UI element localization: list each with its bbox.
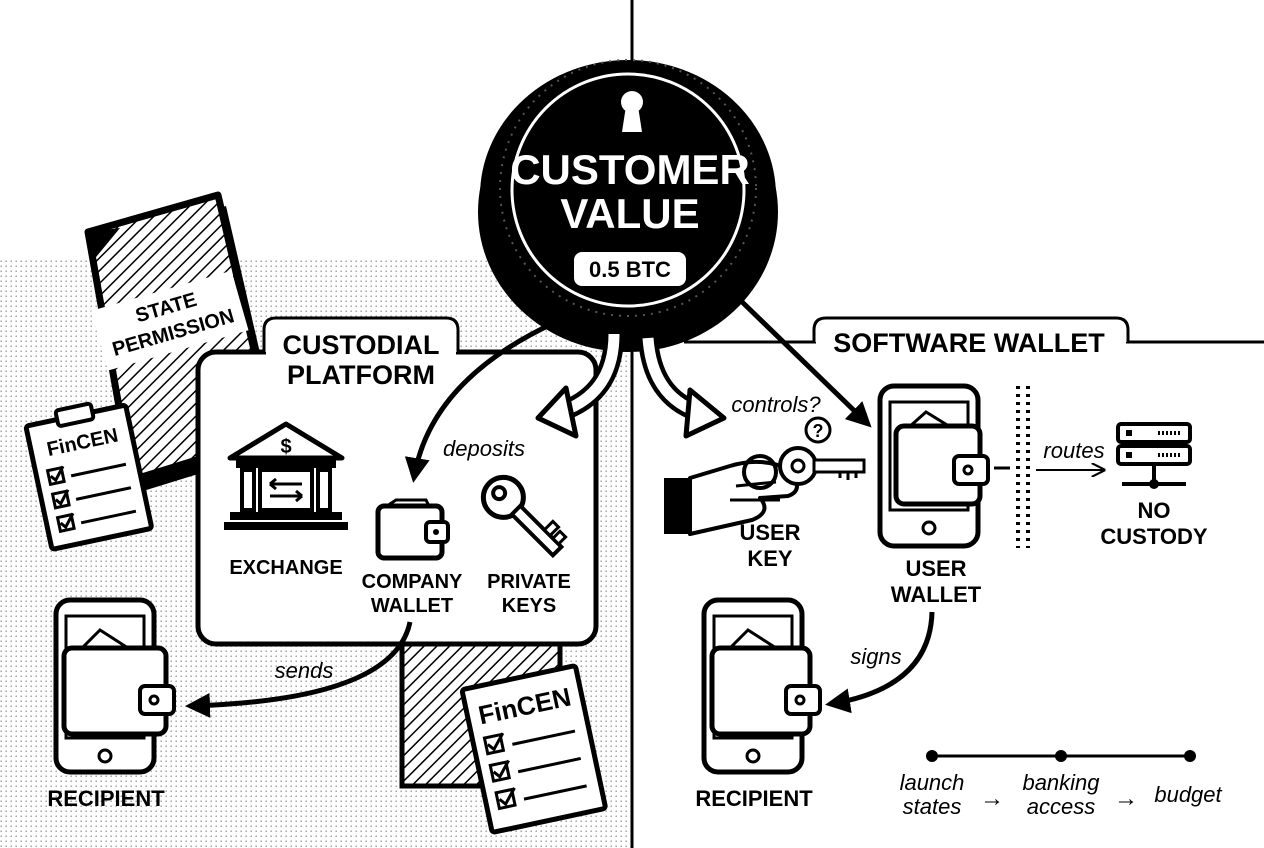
question-mark: ?	[813, 421, 824, 441]
sends-arrow	[185, 621, 413, 718]
company-wallet-icon	[375, 498, 450, 561]
signs-arrow	[825, 611, 935, 714]
timeline-step-2-line2: access	[1027, 794, 1095, 819]
timeline-arrow-1: →	[980, 785, 1004, 812]
fincen-clipboard-small: FinCEN	[23, 401, 154, 552]
coin-arrow-left	[535, 333, 624, 439]
software-wallet-title: SOFTWARE WALLET	[833, 328, 1105, 358]
timeline-node-3	[1184, 750, 1196, 762]
recipient-phone-left	[53, 597, 176, 775]
signs-label: signs	[850, 644, 901, 669]
private-keys-line2: KEYS	[502, 595, 556, 617]
coin-to-wallet-arrow	[736, 296, 872, 428]
user-key-line1: USER	[739, 520, 800, 545]
timeline-step-1-line2: states	[903, 794, 962, 819]
timeline-node-2	[1055, 750, 1067, 762]
user-wallet-phone	[877, 383, 990, 549]
routes-label: routes	[1043, 438, 1104, 463]
dotted-barrier	[1016, 386, 1030, 548]
deposits-label: deposits	[443, 436, 525, 461]
timeline-step-3-line1: budget	[1154, 782, 1222, 807]
timeline-step-1-line1: launch	[900, 770, 965, 795]
bank-icon: $	[224, 421, 348, 530]
custodial-title-line2: PLATFORM	[287, 360, 435, 390]
fincen-clipboard-large: FinCEN	[459, 663, 608, 835]
sends-label: sends	[275, 658, 334, 683]
question-icon	[804, 416, 832, 444]
timeline-step-2-line1: banking	[1022, 770, 1100, 795]
software-wallet-header: SOFTWARE WALLET	[684, 316, 1264, 358]
timeline: launch states → banking access → budget	[900, 750, 1223, 819]
customer-value-coin: CUSTOMER VALUE 0.5 BTC	[478, 59, 778, 352]
coin-arrow-right	[638, 337, 727, 439]
recipient-phone-right	[701, 597, 822, 775]
user-key-line2: KEY	[747, 546, 793, 571]
svg-text:$: $	[280, 436, 291, 458]
exchange-label: EXCHANGE	[229, 557, 342, 579]
user-wallet-line2: WALLET	[891, 582, 982, 607]
private-keys-line1: PRIVATE	[487, 571, 571, 593]
timeline-node-1	[926, 750, 938, 762]
no-custody-line1: NO	[1138, 498, 1171, 523]
company-wallet-line2: WALLET	[371, 595, 453, 617]
coin-title-line2: VALUE	[560, 190, 699, 237]
coin-title-line1: CUSTOMER	[510, 146, 750, 193]
user-wallet-line1: USER	[905, 556, 966, 581]
keyhole-icon	[621, 91, 643, 132]
custodial-platform-box: CUSTODIAL PLATFORM	[195, 316, 599, 647]
server-icon	[1116, 422, 1192, 489]
timeline-arrow-2: →	[1114, 785, 1138, 812]
recipient-right-label: RECIPIENT	[695, 786, 813, 811]
coin-amount: 0.5 BTC	[589, 257, 671, 282]
hand-key-icon	[664, 446, 866, 536]
deposits-arrow	[404, 319, 558, 483]
controls-label: controls?	[731, 392, 821, 417]
no-custody-line2: CUSTODY	[1100, 524, 1207, 549]
private-key-icon	[480, 474, 568, 559]
company-wallet-line1: COMPANY	[362, 571, 463, 593]
custodial-title-line1: CUSTODIAL	[282, 330, 439, 360]
recipient-left-label: RECIPIENT	[47, 786, 165, 811]
